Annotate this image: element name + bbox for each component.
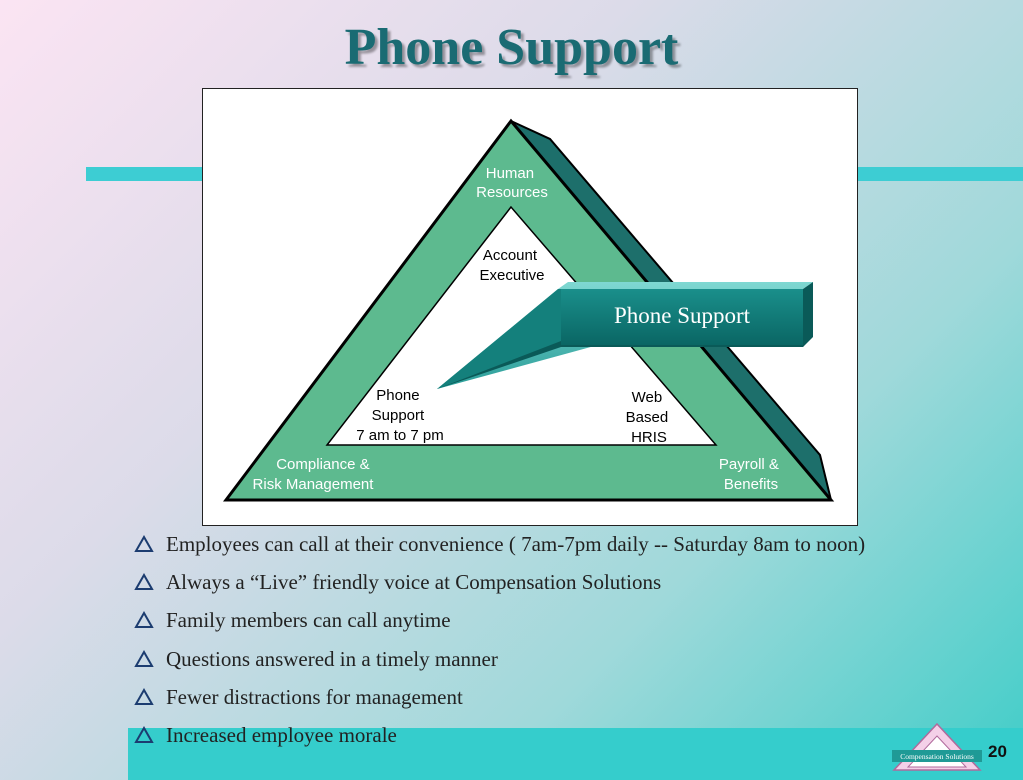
triangle-bullet-icon <box>134 573 154 591</box>
bullet-item: Always a “Live” friendly voice at Compen… <box>134 565 1014 603</box>
phone-support-callout: Phone Support <box>437 282 813 389</box>
bullet-item: Family members can call anytime <box>134 603 1014 641</box>
logo-text: Compensation Solutions <box>900 752 974 761</box>
bullet-text: Questions answered in a timely manner <box>166 646 498 671</box>
bullet-text: Fewer distractions for management <box>166 684 463 709</box>
label-payroll: Payroll & Benefits <box>719 456 783 493</box>
page-number: 20 <box>988 742 1007 761</box>
diagram-frame: Human Resources Compliance & Risk Manage… <box>202 88 858 526</box>
label-account-executive: Account Executive <box>479 247 544 284</box>
bullet-text: Employees can call at their convenience … <box>166 532 866 556</box>
bullet-item: Increased employee morale <box>134 718 1014 756</box>
label-web-hris: Web Based HRIS <box>626 389 673 446</box>
bullet-text: Always a “Live” friendly voice at Compen… <box>166 570 662 595</box>
label-human-resources: Human Resources <box>476 165 548 201</box>
callout-label: Phone Support <box>614 303 751 328</box>
triangle-logo-icon: Compensation Solutions <box>892 722 982 771</box>
bullet-text: Increased employee morale <box>166 722 397 747</box>
bullet-list: Employees can call at their convenience … <box>134 527 1014 756</box>
triangle-bullet-icon <box>134 611 154 629</box>
footer-band <box>128 728 1023 780</box>
triangle-bullet-icon <box>134 687 154 705</box>
bullet-item: Questions answered in a timely manner <box>134 642 1014 680</box>
bullet-item: Fewer distractions for management <box>134 680 1014 718</box>
bullet-text: Family members can call anytime <box>166 608 451 633</box>
label-phone-support: Phone Support 7 am to 7 pm <box>356 387 444 444</box>
triangle-diagram: Human Resources Compliance & Risk Manage… <box>222 118 835 502</box>
triangle-bullet-icon <box>134 725 154 743</box>
page-title: Phone Support <box>344 19 679 76</box>
bullet-item: Employees can call at their convenience … <box>134 527 1014 565</box>
label-compliance: Compliance & Risk Management <box>253 456 375 493</box>
triangle-bullet-icon <box>134 535 154 552</box>
triangle-bullet-icon <box>134 649 154 667</box>
